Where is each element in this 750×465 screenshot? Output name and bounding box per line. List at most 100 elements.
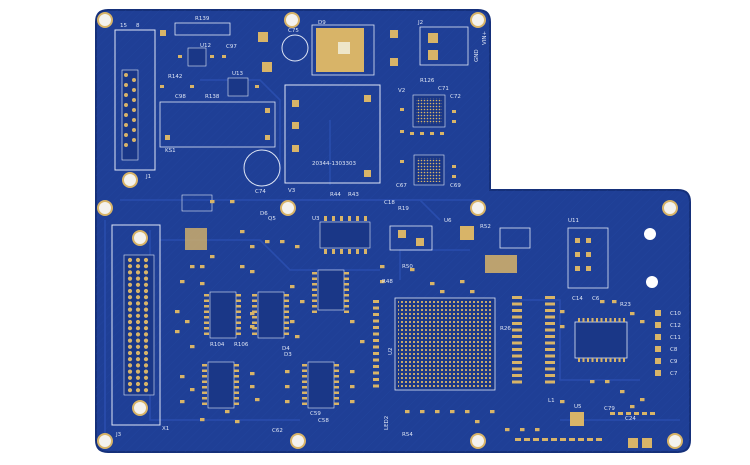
- silk-d6: D6: [260, 211, 268, 217]
- smd-pad: [280, 240, 285, 244]
- ic-pin: [204, 327, 209, 330]
- ic-pin: [623, 358, 625, 362]
- smd-pad: [490, 410, 495, 414]
- silk-u13: U13: [232, 71, 244, 77]
- connector-pin: [143, 369, 149, 374]
- pin-header: [512, 335, 522, 338]
- silk-u12: U12: [200, 43, 211, 49]
- connector-pin: [127, 326, 133, 331]
- silk-r106: R106: [234, 342, 249, 348]
- ic-pin: [302, 369, 307, 372]
- silk-c9: C9: [670, 359, 678, 365]
- smd-pad: [560, 400, 565, 404]
- ic-pin: [236, 327, 241, 330]
- silk-vin: VIN+: [482, 31, 488, 45]
- silk-c74: C74: [255, 189, 266, 195]
- ic-pin: [252, 316, 257, 319]
- smd-pad: [250, 372, 255, 376]
- connector-pin: [127, 369, 133, 374]
- ic-pin: [204, 321, 209, 324]
- ic-pin: [332, 216, 335, 221]
- smd-pad: [200, 265, 205, 269]
- smd-pad: [578, 438, 584, 441]
- connector-pin: [143, 326, 149, 331]
- connector-pin: [127, 270, 133, 275]
- connector-pin: [135, 264, 141, 269]
- regulator-d9: D9: [311, 20, 398, 76]
- smd-pad: [520, 428, 525, 432]
- connector-pin: [135, 288, 141, 294]
- ic-pin: [202, 397, 207, 400]
- connector-pin: [127, 375, 133, 380]
- ic-pin: [618, 358, 621, 362]
- smd-pad: [290, 320, 295, 324]
- ic-pin: [302, 391, 307, 394]
- pin-header: [512, 309, 522, 312]
- ic-pin: [312, 299, 317, 302]
- connector-pin: [127, 282, 133, 287]
- silk-r44: R44: [330, 192, 341, 198]
- ic-pin: [312, 305, 317, 308]
- ic-pin: [614, 318, 616, 322]
- silk-r48: R48: [382, 279, 393, 285]
- connector-pin: [135, 344, 141, 349]
- ic-pin: [344, 277, 349, 280]
- silk-u11: U11: [568, 218, 579, 224]
- smd-pad: [240, 230, 245, 234]
- smd-pad: [200, 282, 205, 286]
- silk-r142: R142: [168, 74, 182, 80]
- pin-header: [512, 348, 522, 351]
- smd-pad: [175, 310, 180, 314]
- connector-pin: [143, 357, 149, 362]
- silk-led2: LED2: [384, 416, 390, 430]
- smd-pad: [596, 438, 602, 441]
- connector-pin: [135, 388, 141, 393]
- ic-pin: [344, 288, 349, 291]
- smd-pad: [620, 390, 625, 394]
- ic-pin: [284, 327, 289, 330]
- pin-header: [373, 313, 379, 316]
- ic-pin: [312, 283, 317, 286]
- ic-pin: [302, 386, 307, 389]
- ic-pin: [348, 249, 351, 254]
- smd-pad: [190, 265, 195, 269]
- board-texture: [96, 10, 690, 452]
- ic-pin: [324, 216, 327, 221]
- silk-q5: Q5: [268, 216, 276, 222]
- smd-pad: [210, 200, 215, 204]
- connector-pin: [143, 282, 149, 287]
- ic-pin: [236, 321, 241, 324]
- smd-pad: [630, 405, 635, 409]
- connector-pin: [127, 388, 133, 393]
- module-u11: U11: [567, 218, 609, 289]
- ic-pin: [202, 386, 207, 389]
- silk-d9: D9: [318, 20, 326, 26]
- ic-pin: [344, 310, 349, 313]
- ic-pin: [252, 305, 257, 308]
- smd-pad: [300, 300, 305, 304]
- ic-pin: [252, 332, 257, 335]
- connector-pin: [127, 257, 133, 263]
- ic-pin: [284, 332, 289, 335]
- smd-pad: [505, 428, 510, 432]
- ic-pin: [234, 397, 239, 400]
- ic-pin: [302, 380, 307, 383]
- connector-pin: [135, 276, 141, 281]
- ic-pin: [302, 397, 307, 400]
- ic-pin: [587, 358, 589, 362]
- connector-pin: [143, 344, 149, 349]
- smd-pad: [230, 200, 235, 204]
- pin-header: [545, 348, 555, 351]
- connector-pin: [143, 295, 149, 300]
- smd-pad: [640, 398, 645, 402]
- connector-pin: [135, 350, 141, 356]
- pin-header: [373, 358, 379, 362]
- pin-header: [512, 341, 522, 345]
- silk-v3: V3: [288, 188, 296, 194]
- connector-pin: [143, 257, 149, 263]
- smd-pad: [295, 245, 300, 249]
- ic-pin: [600, 358, 603, 362]
- silk-c18: C18: [384, 200, 395, 206]
- ic-pin: [202, 375, 207, 378]
